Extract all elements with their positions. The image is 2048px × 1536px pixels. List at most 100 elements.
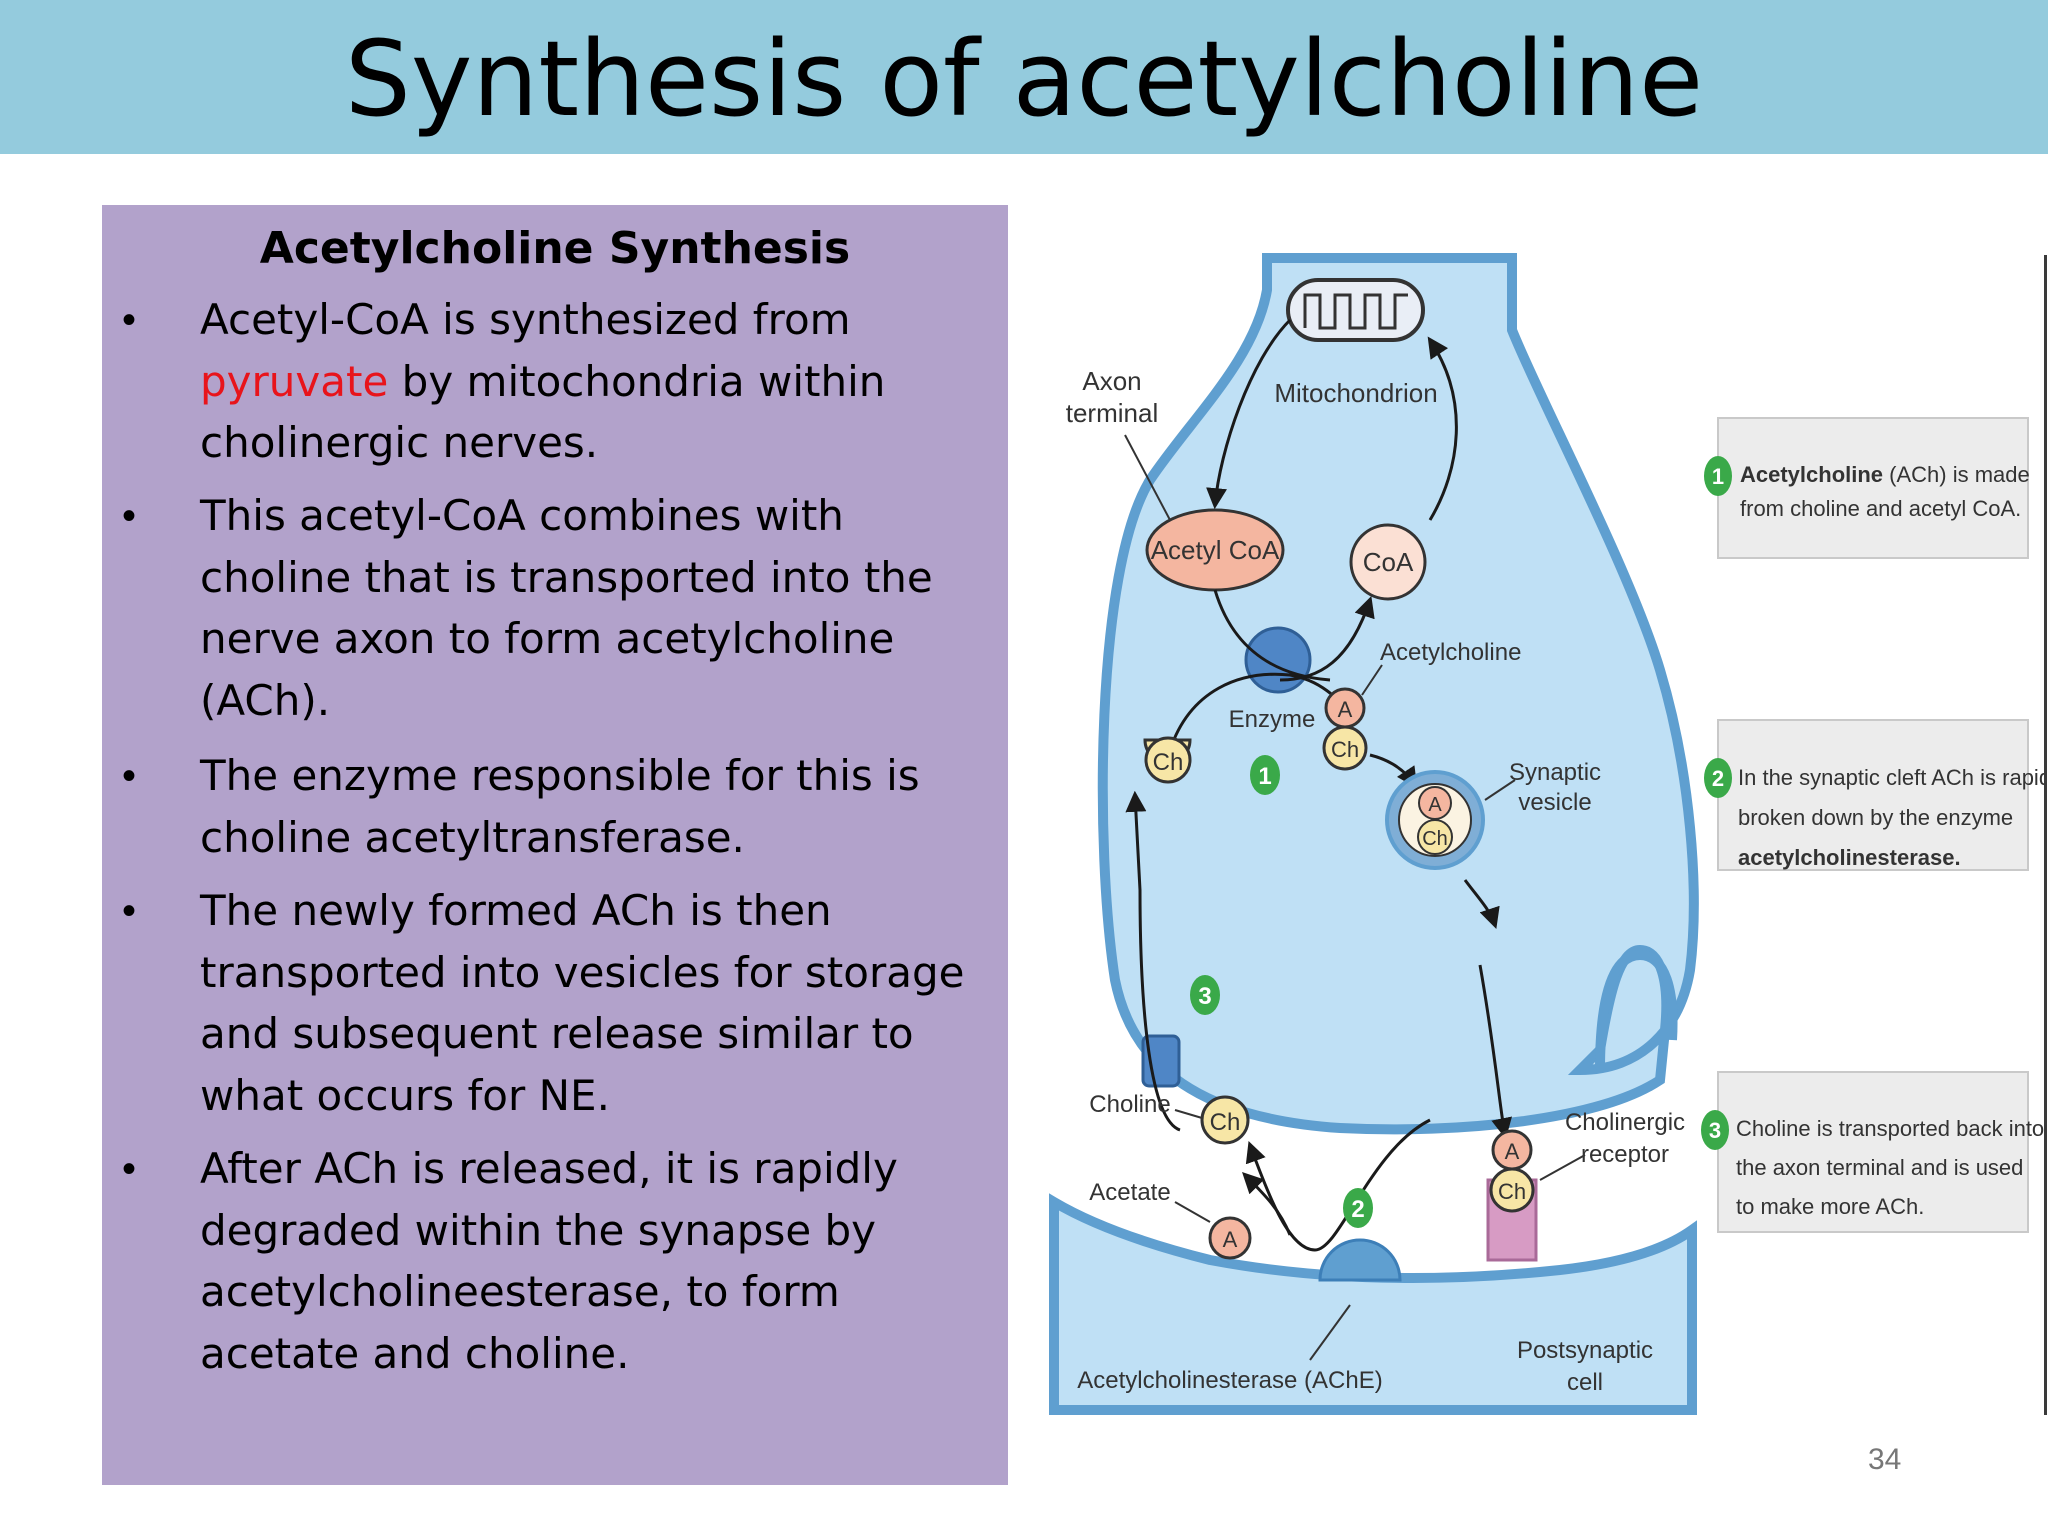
mitochondrion-label: Mitochondrion (1274, 378, 1437, 408)
choline-symbol: Ch (1422, 828, 1448, 850)
postsynaptic-label: Postsynaptic (1517, 1337, 1653, 1364)
step-2-badge (1343, 1188, 1373, 1228)
note-badge (1704, 758, 1732, 798)
coa-molecule (1349, 523, 1427, 601)
note-text: acetylcholinesterase. (1738, 845, 1961, 870)
title-bar (0, 0, 2048, 154)
note-2: 2 In the synaptic cleft ACh is rapidly b… (1704, 719, 2045, 871)
choline-molecule (1200, 1095, 1250, 1145)
note-text: from choline and acetyl CoA. (1740, 496, 2021, 521)
choline-part (1417, 819, 1453, 855)
ache-label: Acetylcholinesterase (AChE) (1077, 1367, 1382, 1394)
arrow (1463, 879, 1500, 929)
acetate-pointer (1174, 1201, 1211, 1223)
note-number: 1 (1712, 464, 1724, 489)
step-3-number: 3 (1198, 983, 1211, 1010)
note-box (1717, 417, 2029, 559)
step-1-badge (1250, 755, 1280, 795)
bullet-text: The newly formed ACh is then transported… (200, 886, 965, 1120)
note-text: broken down by the enzyme (1738, 805, 2013, 830)
acetate-symbol: A (1428, 794, 1442, 816)
axon-terminal-label: Axon (1082, 366, 1141, 396)
acetate-molecule (1208, 1216, 1252, 1260)
note-text: to make more ACh. (1736, 1194, 1924, 1219)
bullet-text: Acetyl-CoA is synthesized from pyruvate … (200, 289, 980, 474)
bullet-text: After ACh is released, it is rapidly deg… (200, 1144, 898, 1378)
arrow (1478, 964, 1513, 1140)
note-text: the axon terminal and is used (1736, 1155, 2023, 1180)
mitochondrion-cristae-icon (1303, 293, 1408, 330)
acetate-label: Acetate (1089, 1179, 1170, 1206)
note-bold: Acetylcholine (1740, 462, 1883, 487)
note-box (1717, 1071, 2029, 1233)
enzyme-icon (1244, 626, 1312, 694)
arrow (1427, 336, 1458, 521)
axon-terminal-pointer (1124, 434, 1171, 521)
postsynaptic-label: cell (1567, 1369, 1603, 1396)
step-2-number: 2 (1351, 1196, 1364, 1223)
note-number: 2 (1712, 766, 1724, 791)
highlighted-term: pyruvate (200, 356, 389, 406)
note-3: 3 Choline is transported back into the a… (1701, 1071, 2044, 1233)
bullet-dot: • (122, 494, 137, 538)
axon-terminal (1097, 253, 1699, 1135)
receptor-pointer (1539, 1154, 1586, 1181)
choline-symbol: Ch (1210, 1109, 1241, 1136)
text-panel: Acetylcholine Synthesis • Acetyl-CoA is … (102, 205, 1008, 1485)
cholinergic-receptor-label: receptor (1581, 1141, 1669, 1168)
note-badge (1704, 456, 1732, 496)
bullet-text: This acetyl-CoA combines with choline th… (200, 491, 933, 725)
ache-pointer (1309, 1304, 1351, 1361)
bullet-dot: • (122, 889, 137, 933)
synaptic-vesicle-label: vesicle (1518, 789, 1591, 816)
choline-molecule (1144, 736, 1192, 784)
acetyl-coa-label: Acetyl CoA (1151, 535, 1280, 565)
bullet-text: The enzyme responsible for this is choli… (200, 751, 920, 862)
ache-enzyme-icon (1318, 1238, 1402, 1282)
acetate-symbol: A (1223, 1227, 1238, 1252)
choline-label: Choline (1089, 1091, 1170, 1118)
choline-symbol: Ch (1498, 1179, 1526, 1204)
arrow (1125, 790, 1181, 1132)
note-number: 3 (1709, 1118, 1721, 1143)
bullet-dot: • (122, 754, 137, 798)
synaptic-vesicle-pointer (1484, 779, 1516, 801)
panel-heading: Acetylcholine Synthesis (259, 223, 851, 274)
note-text: In the synaptic cleft ACh is rapidly (1738, 765, 2045, 790)
arrow (1245, 1118, 1431, 1252)
release-site (1595, 949, 1678, 1071)
cholinergic-receptor-label: Cholinergic (1565, 1109, 1685, 1136)
note-1: 1 Acetylcholine (ACh) is made from choli… (1704, 417, 2030, 559)
acetylcholine-label: Acetylcholine (1380, 639, 1521, 666)
note-box (1717, 719, 2029, 871)
choline-pointer (1174, 1109, 1203, 1119)
axon-terminal-label: terminal (1066, 398, 1158, 428)
note-badge (1701, 1110, 1729, 1150)
coa-label: CoA (1363, 547, 1414, 577)
arrow (1206, 318, 1292, 510)
slide-edge-divider (2044, 255, 2047, 1415)
acetate-symbol: A (1338, 697, 1353, 722)
mitochondrion-icon (1286, 278, 1425, 342)
bullet-text-part: by mitochondria within cholinergic nerve… (200, 356, 886, 468)
acetate-symbol: A (1505, 1139, 1520, 1164)
bullet-dot: • (122, 298, 137, 342)
bullet-dot: • (122, 1147, 137, 1191)
enzyme-label: Enzyme (1229, 706, 1316, 733)
arrow (1279, 596, 1375, 682)
choline-part (1489, 1167, 1535, 1213)
note-rest: (ACh) is made (1883, 462, 2030, 487)
note-text: Acetylcholine (ACh) is made (1740, 462, 2030, 487)
acetylcholine-pointer (1361, 664, 1383, 696)
synaptic-vesicle-label: Synaptic (1509, 759, 1601, 786)
ach-synthesis-diagram: Mitochondrion Axon terminal Acetyl CoA C… (1049, 250, 2045, 1415)
bullet-text-part: Acetyl-CoA is synthesized from (200, 295, 851, 344)
step-1-number: 1 (1258, 763, 1271, 790)
choline-part (1322, 725, 1368, 771)
choline-symbol: Ch (1153, 749, 1184, 776)
step-3-badge (1190, 975, 1220, 1015)
choline-symbol: Ch (1331, 737, 1359, 762)
note-text: Choline is transported back into (1736, 1116, 2044, 1141)
slide-title: Synthesis of acetylcholine (344, 18, 1704, 140)
page-number: 34 (1868, 1443, 1902, 1476)
